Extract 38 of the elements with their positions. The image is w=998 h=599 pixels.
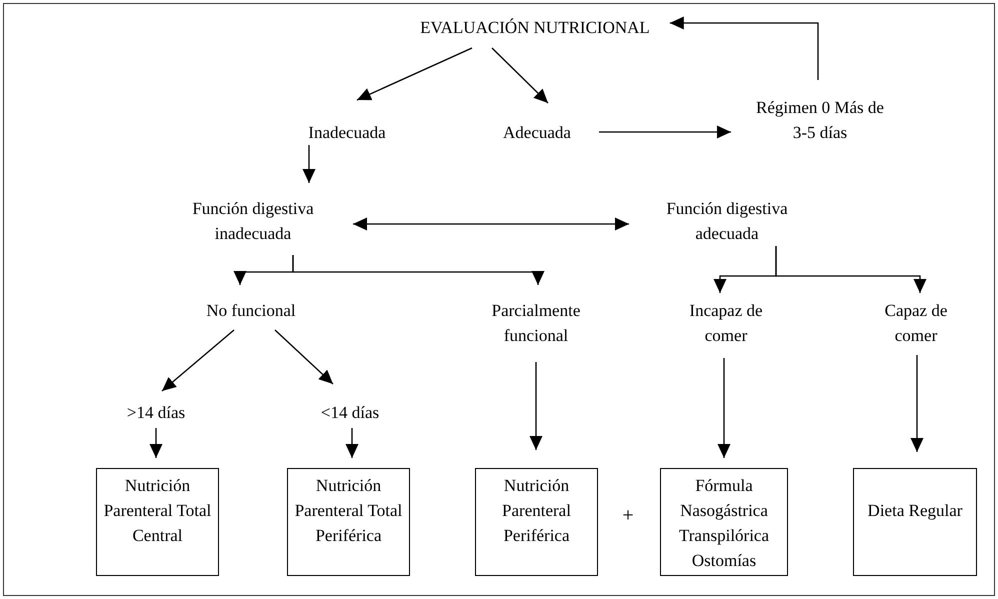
arrow <box>292 255 544 285</box>
double-arrow <box>353 218 629 230</box>
arrow <box>346 428 358 458</box>
arrow <box>356 47 472 101</box>
arrow <box>775 246 926 293</box>
arrow <box>492 48 548 104</box>
node-label: Régimen 0 Más de 3-5 días <box>755 95 885 145</box>
box-text: Fórmula Nasogástrica Transpilórica Ostomías <box>678 475 770 572</box>
node-label: Adecuada <box>503 120 571 145</box>
process-box <box>475 468 598 576</box>
arrow <box>530 362 542 450</box>
plus-sign: + <box>622 504 634 528</box>
arrow <box>302 145 316 183</box>
arrow <box>162 330 234 392</box>
arrow <box>274 330 334 384</box>
arrow <box>670 16 819 80</box>
process-box <box>853 468 977 576</box>
process-box <box>660 468 788 576</box>
box-text: Dieta Regular <box>866 500 964 522</box>
heading-text: EVALUACIÓN NUTRICIONAL <box>420 15 650 40</box>
process-box <box>96 468 219 576</box>
box-text: Nutrición Parenteral Total Central <box>102 475 212 547</box>
arrow <box>150 428 162 458</box>
node-label: Parcialmente funcional <box>481 298 591 348</box>
node-label: Función digestiva inadecuada <box>183 196 323 246</box>
node-label: Capaz de comer <box>871 298 961 348</box>
node-label: <14 días <box>320 400 380 425</box>
arrow <box>718 358 730 458</box>
node-label: Incapaz de comer <box>681 298 771 348</box>
node-label: >14 días <box>126 400 186 425</box>
arrow <box>910 355 924 452</box>
node-label: No funcional <box>206 298 296 323</box>
node-label: Inadecuada <box>308 120 386 145</box>
box-text: Nutrición Parenteral Total Periférica <box>294 475 404 547</box>
node-label: Función digestiva adecuada <box>657 196 797 246</box>
box-text: Nutrición Parenteral Periférica <box>501 475 572 547</box>
process-box <box>287 468 410 576</box>
arrow <box>598 126 731 138</box>
